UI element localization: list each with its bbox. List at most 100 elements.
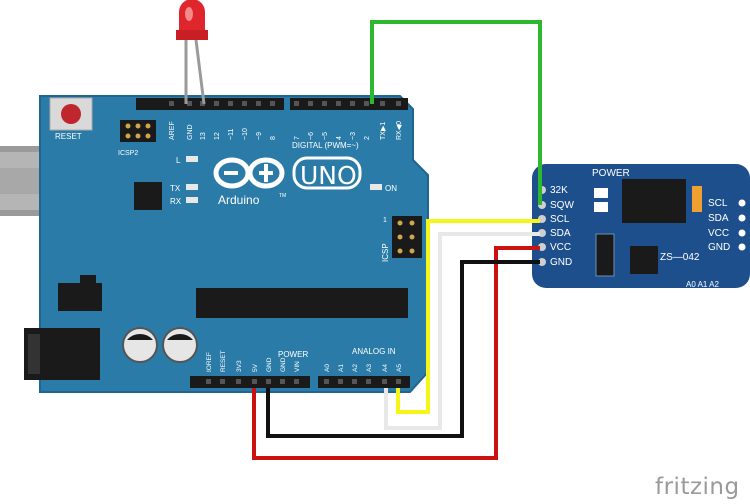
analog-pin[interactable]	[324, 379, 329, 384]
tx-led	[186, 184, 198, 190]
microcontroller-chip	[196, 288, 408, 318]
rtc-chip	[594, 179, 702, 277]
wire-red	[252, 246, 540, 460]
module-pin-label: 32K	[550, 185, 568, 196]
digital-pin[interactable]	[256, 101, 261, 106]
red-led	[176, 0, 208, 105]
power-pin[interactable]	[220, 379, 225, 384]
power-pin[interactable]	[252, 379, 257, 384]
rx-led	[186, 197, 198, 203]
pin-label: GND	[280, 357, 287, 372]
on-led	[370, 184, 382, 190]
pin-label: RESET	[220, 350, 227, 372]
wire-green	[370, 20, 542, 205]
module-pin-label: SDA	[550, 228, 571, 239]
digital-pin[interactable]	[187, 101, 192, 106]
wire-yellow	[396, 219, 540, 414]
logo-tm-text: TM	[279, 193, 286, 199]
l-label: L	[176, 156, 181, 165]
pin-label: A3	[366, 364, 373, 372]
pin-label: ~11	[228, 129, 235, 140]
on-label: ON	[385, 184, 397, 193]
pin-label: 12	[214, 132, 221, 140]
analog-pin[interactable]	[396, 379, 401, 384]
analog-section-label: ANALOG IN	[352, 347, 396, 356]
power-pin[interactable]	[206, 379, 211, 384]
pin-label: TX▶1	[380, 122, 387, 140]
pin-label: GND	[266, 357, 273, 372]
power-pin[interactable]	[280, 379, 285, 384]
pin-label: 5V	[252, 363, 259, 372]
digital-pin[interactable]	[336, 101, 341, 106]
pin-label: ~5	[322, 132, 329, 140]
wire-black	[266, 260, 540, 438]
module-right-pin-label: SDA	[708, 213, 729, 224]
module-right-pin[interactable]	[738, 214, 746, 222]
module-pin-label: SQW	[550, 200, 574, 211]
analog-pin[interactable]	[352, 379, 357, 384]
digital-pin[interactable]	[308, 101, 313, 106]
digital-pin[interactable]	[380, 101, 385, 106]
pin-label: IOREF	[206, 352, 213, 372]
analog-pin[interactable]	[366, 379, 371, 384]
digital-pin[interactable]	[242, 101, 247, 106]
pin-label: GND	[187, 124, 194, 140]
reset-button[interactable]	[49, 97, 93, 131]
module-pin-label: GND	[550, 257, 572, 268]
module-right-pin-label: GND	[708, 242, 730, 253]
pin-label: ~9	[256, 132, 263, 140]
icsp-pin1-label: 1	[383, 217, 387, 224]
analog-pin[interactable]	[382, 379, 387, 384]
voltage-regulator	[58, 275, 102, 311]
module-right-pin-label: VCC	[708, 228, 729, 239]
usb-chip	[134, 182, 162, 210]
digital-pin[interactable]	[294, 101, 299, 106]
digital-pin[interactable]	[169, 101, 174, 106]
reset-label: RESET	[55, 132, 82, 141]
rtc-module-pins-right: SCL SDA VCC GND	[708, 198, 746, 253]
power-pin[interactable]	[236, 379, 241, 384]
arduino-logo	[213, 156, 362, 190]
pin-label: ~6	[308, 132, 315, 140]
icsp2-header	[120, 120, 156, 142]
pin-label: AREF	[169, 121, 176, 140]
pin-label: ~3	[350, 132, 357, 140]
digital-pin[interactable]	[228, 101, 233, 106]
logo-uno-text: UNO	[300, 161, 357, 190]
module-model-label: ZS—042	[660, 252, 700, 263]
tx-label: TX	[170, 184, 181, 193]
pin-label: A2	[352, 364, 359, 372]
icsp-label: ICSP	[381, 243, 390, 262]
module-address-label: A0 A1 A2	[686, 280, 719, 289]
capacitor-2	[162, 327, 198, 363]
module-pin-label: SCL	[550, 214, 570, 225]
pin-label: A0	[324, 364, 331, 372]
l-led	[186, 156, 198, 162]
digital-pin[interactable]	[364, 101, 369, 106]
fritzing-watermark: fritzing	[655, 474, 740, 500]
wires	[252, 20, 542, 460]
module-right-pin[interactable]	[738, 229, 746, 237]
digital-pin[interactable]	[214, 101, 219, 106]
digital-pin[interactable]	[270, 101, 275, 106]
module-right-pin[interactable]	[738, 199, 746, 207]
pin-label: A4	[382, 364, 389, 372]
digital-pin[interactable]	[322, 101, 327, 106]
pin-label: A5	[396, 364, 403, 372]
wire-white	[384, 232, 540, 430]
rx-label: RX	[170, 197, 182, 206]
module-right-pin-label: SCL	[708, 198, 728, 209]
module-right-pin[interactable]	[738, 243, 746, 251]
analog-pin[interactable]	[338, 379, 343, 384]
module-power-label: POWER	[592, 168, 630, 179]
power-jack	[24, 328, 100, 380]
digital-pin[interactable]	[350, 101, 355, 106]
power-pin[interactable]	[294, 379, 299, 384]
power-pin[interactable]	[266, 379, 271, 384]
icsp-header	[392, 216, 422, 258]
digital-pin[interactable]	[396, 101, 401, 106]
